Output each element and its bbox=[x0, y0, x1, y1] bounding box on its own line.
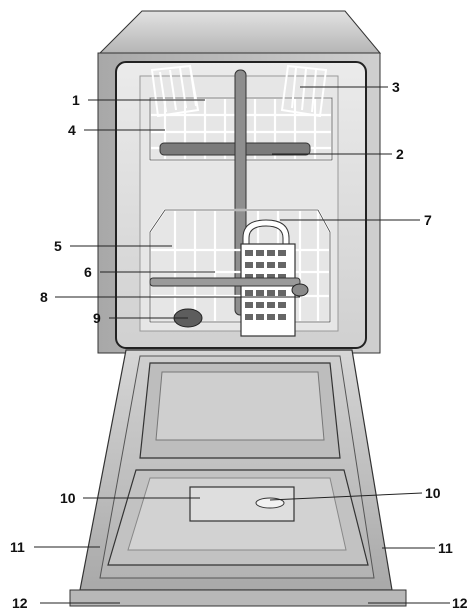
callout-11-right: 11 bbox=[438, 540, 453, 556]
door-upper-recess-floor bbox=[155, 371, 325, 441]
upper-basket-outline bbox=[149, 97, 333, 161]
callout-11-left: 11 bbox=[10, 539, 25, 555]
callout-5: 5 bbox=[54, 238, 62, 254]
callout-1: 1 bbox=[72, 92, 80, 108]
cup-shelf-left bbox=[150, 64, 200, 118]
lower-spray-arm bbox=[149, 277, 301, 287]
filter-cap bbox=[291, 283, 309, 297]
leader-10b bbox=[269, 492, 423, 501]
callout-7: 7 bbox=[424, 212, 432, 228]
cup-shelf-right bbox=[280, 64, 328, 118]
lower-basket-outline bbox=[149, 209, 331, 323]
cutlery-basket bbox=[240, 219, 296, 337]
callout-9: 9 bbox=[93, 310, 101, 326]
callout-3: 3 bbox=[392, 79, 400, 95]
callout-6: 6 bbox=[84, 264, 92, 280]
callout-labels: 1 2 3 4 5 6 7 8 9 10 10 11 11 12 12 bbox=[10, 79, 468, 610]
callout-12-left: 12 bbox=[12, 595, 28, 610]
callout-10-right: 10 bbox=[425, 485, 441, 501]
callout-2: 2 bbox=[396, 146, 404, 162]
door-bottom-strip bbox=[69, 589, 407, 607]
callout-4: 4 bbox=[68, 122, 76, 138]
rinse-aid-cap bbox=[255, 497, 285, 509]
leader-lines bbox=[34, 86, 450, 604]
callout-8: 8 bbox=[40, 289, 48, 305]
callout-10-left: 10 bbox=[60, 490, 76, 506]
callout-12-right: 12 bbox=[452, 595, 468, 610]
cabinet-top bbox=[98, 10, 382, 54]
